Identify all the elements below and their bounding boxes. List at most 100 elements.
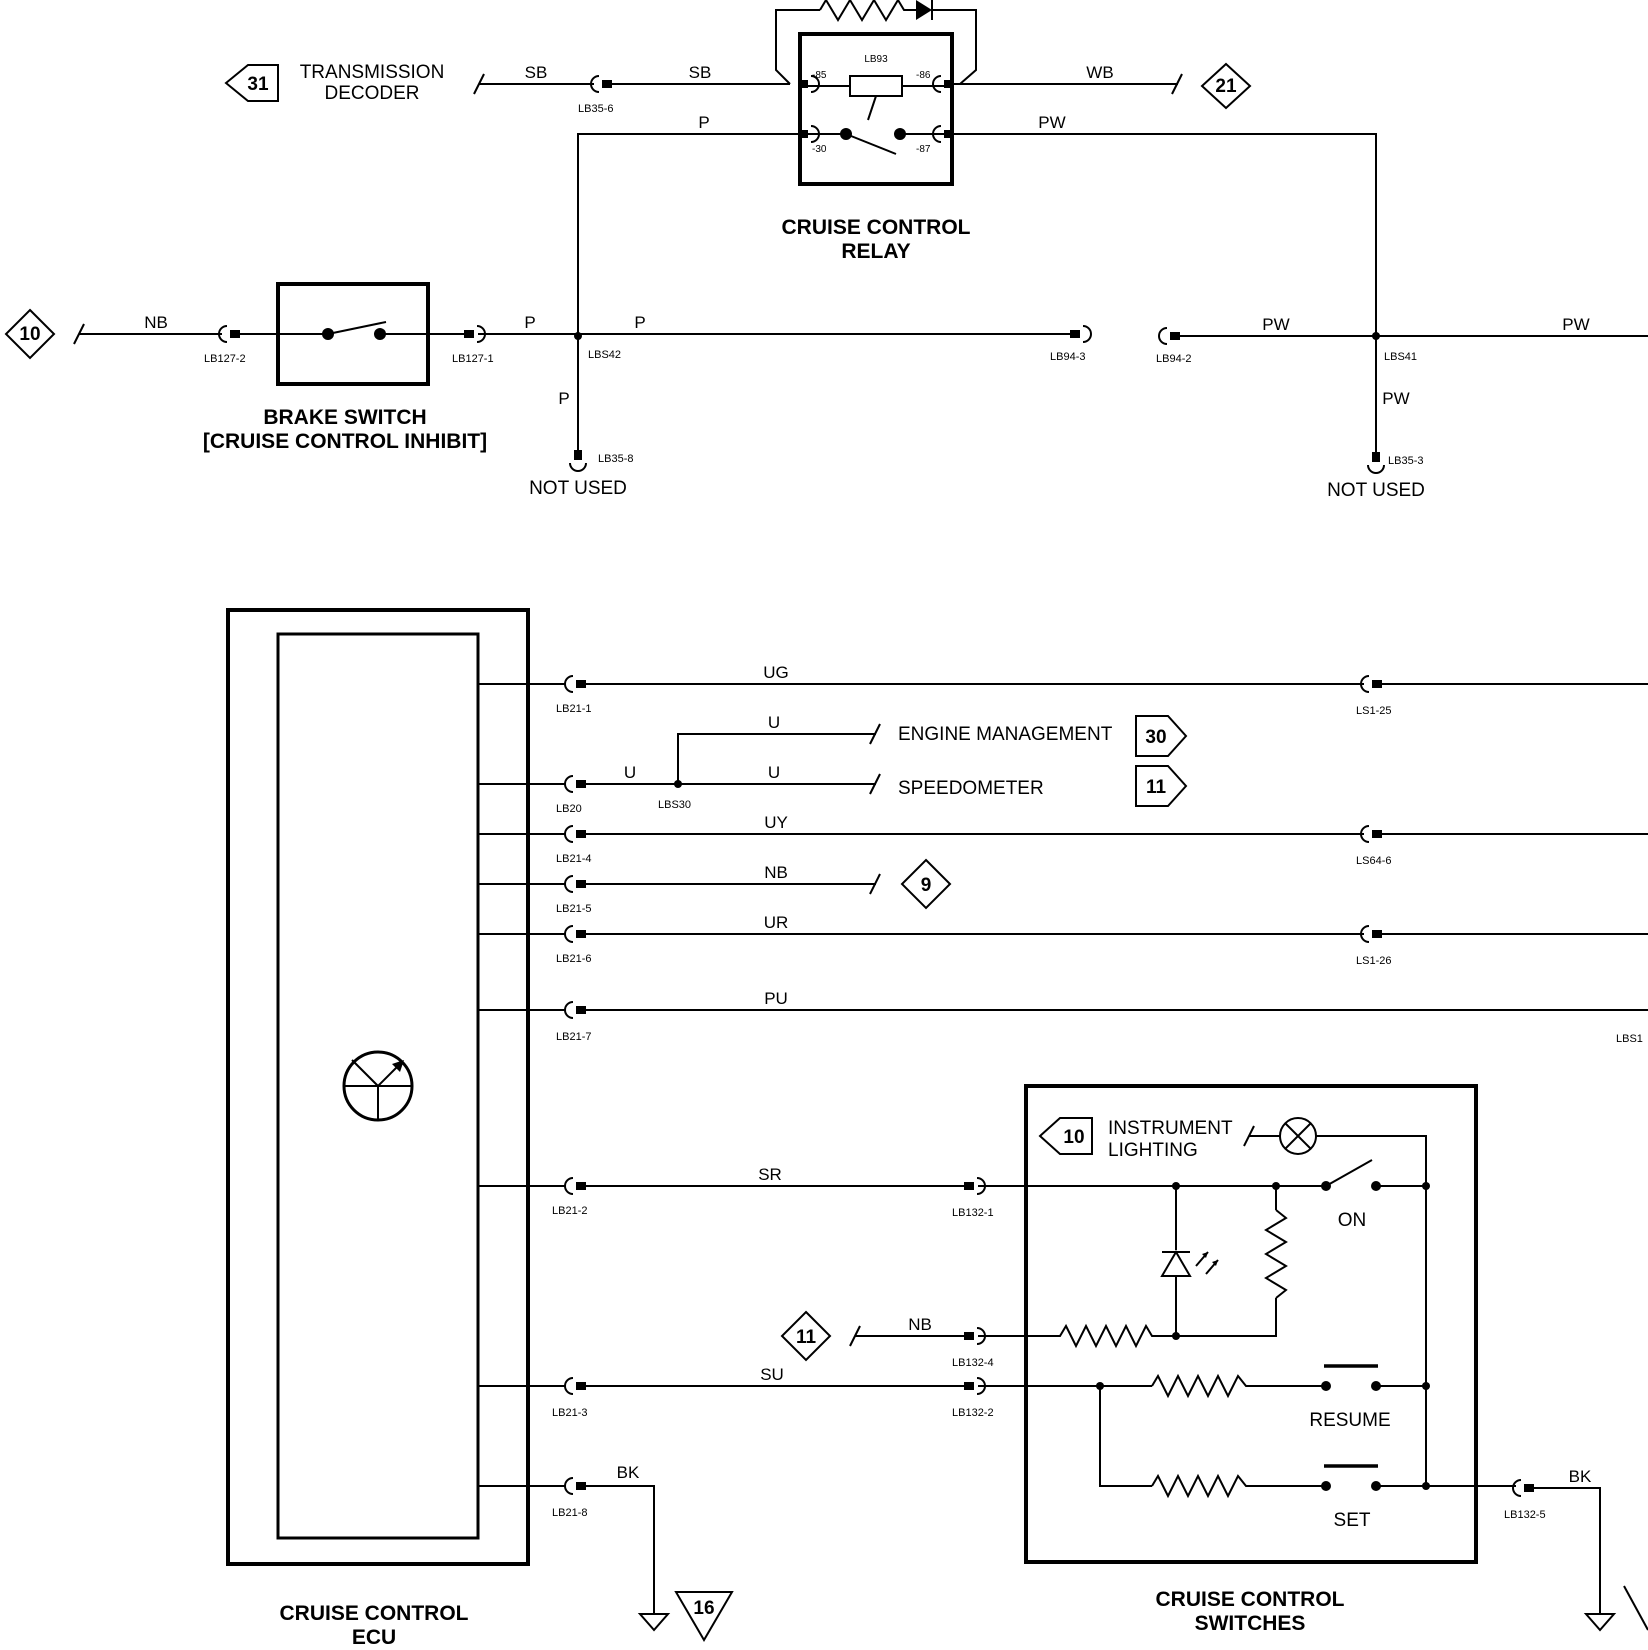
not-used-right: NOT USED xyxy=(1327,480,1425,501)
wire-nb-ecu-label: NB xyxy=(764,863,788,882)
conn-lb21-2: LB21-2 xyxy=(552,1205,587,1217)
brake-switch[interactable] xyxy=(276,282,430,386)
splice-lbs30: LBS30 xyxy=(658,799,691,811)
cruise-control-relay[interactable]: LB93 -85 -86 -30 -87 xyxy=(798,32,954,186)
wire-pu-label: PU xyxy=(764,989,788,1008)
conn-lb132-1: LB132-1 xyxy=(952,1207,994,1219)
splice-lbs41: LBS41 xyxy=(1384,351,1417,363)
conn-lb21-4: LB21-4 xyxy=(556,853,591,865)
wire-sr-label: SR xyxy=(758,1165,782,1184)
ref-11b-label: 11 xyxy=(796,1327,817,1348)
conn-lb132-2: LB132-2 xyxy=(952,1407,994,1419)
led-network xyxy=(1046,1186,1288,1349)
conn-lb127-2: LB127-2 xyxy=(204,353,246,365)
wire-sb-label-2: SB xyxy=(689,63,712,82)
wire-pw-down-label: PW xyxy=(1382,389,1409,408)
wire-bk-switch xyxy=(1512,1479,1648,1632)
ref-11-diamond[interactable]: 11 xyxy=(780,1310,832,1362)
wire-pw-relay-label: PW xyxy=(1038,113,1065,132)
wire-ur-label: UR xyxy=(764,913,789,932)
conn-lb35-8: LB35-8 xyxy=(598,453,633,465)
ref-16-triangle[interactable]: 16 xyxy=(674,1591,734,1642)
wire-p-right-label: P xyxy=(634,313,645,332)
wire-pw-right-label: PW xyxy=(1562,315,1589,334)
ref-21-label: 21 xyxy=(1215,76,1237,97)
ref-10b-label: 10 xyxy=(1063,1127,1084,1148)
wire-p-relay xyxy=(577,133,798,336)
resume-switch[interactable] xyxy=(1321,1364,1430,1391)
ref-31-label: 31 xyxy=(247,74,269,95)
wire-su xyxy=(478,1373,1326,1499)
brake-switch-title-1: BRAKE SWITCH xyxy=(263,406,426,429)
relay-pin-85: -85 xyxy=(812,70,827,81)
wire-uy-label: UY xyxy=(764,813,788,832)
wire-nb-switch-label: NB xyxy=(908,1315,932,1334)
speedometer-label: SPEEDOMETER xyxy=(898,778,1044,799)
relay-pin-30: -30 xyxy=(812,144,827,155)
wire-uy xyxy=(478,825,1648,843)
cruise-control-ecu[interactable] xyxy=(226,608,530,1566)
wire-pw-left-label: PW xyxy=(1262,315,1289,334)
ref-16-label: 16 xyxy=(693,1598,714,1619)
engine-management-label: ENGINE MANAGEMENT xyxy=(898,724,1113,745)
conn-lb132-4: LB132-4 xyxy=(952,1357,994,1369)
ref-9-label: 9 xyxy=(921,875,932,896)
wire-bk-switch-label: BK xyxy=(1569,1467,1592,1486)
set-switch-label: SET xyxy=(1334,1510,1371,1531)
wire-u-eng-label: U xyxy=(768,713,780,732)
wire-bk-ecu-label: BK xyxy=(617,1463,640,1482)
lighting-label-1: INSTRUMENT xyxy=(1108,1118,1233,1139)
ref-10-arrow[interactable]: 10 xyxy=(1038,1117,1093,1155)
wire-pw-right xyxy=(1158,327,1648,474)
conn-ls64-6: LS64-6 xyxy=(1356,855,1391,867)
ref-9-diamond[interactable]: 9 xyxy=(900,858,952,910)
ref-11a-label: 11 xyxy=(1146,777,1167,798)
wire-bk-ecu xyxy=(478,1477,671,1632)
switches-title-1: CRUISE CONTROL xyxy=(1156,1588,1345,1611)
conn-lb35-3: LB35-3 xyxy=(1388,455,1423,467)
transmission-label-2: DECODER xyxy=(324,83,419,104)
splice-lbs42: LBS42 xyxy=(588,349,621,361)
ref-21-diamond[interactable]: 21 xyxy=(1200,62,1252,110)
wire-pw-relay xyxy=(954,133,1377,336)
ref-31-arrow[interactable]: 31 xyxy=(224,64,279,102)
not-used-left: NOT USED xyxy=(529,478,627,499)
ref-30-arrow[interactable]: 30 xyxy=(1135,715,1188,757)
conn-lb21-6: LB21-6 xyxy=(556,953,591,965)
wire-wb-label: WB xyxy=(1086,63,1113,82)
brake-switch-title-2: [CRUISE CONTROL INHIBIT] xyxy=(203,430,487,453)
on-switch[interactable] xyxy=(1321,1159,1430,1191)
wire-su-label: SU xyxy=(760,1365,784,1384)
wire-u-left-label: U xyxy=(624,763,636,782)
wire-nb-brake xyxy=(73,323,278,345)
wire-sb xyxy=(473,73,790,95)
conn-lb21-7: LB21-7 xyxy=(556,1031,591,1043)
wire-p-brake-label: P xyxy=(524,313,535,332)
conn-ls1-26: LS1-26 xyxy=(1356,955,1391,967)
wire-u xyxy=(478,723,881,795)
ref-11-arrow[interactable]: 11 xyxy=(1135,765,1188,807)
conn-lb21-8: LB21-8 xyxy=(552,1507,587,1519)
wire-nb-switch xyxy=(849,1325,1046,1347)
wire-u-spd-label: U xyxy=(768,763,780,782)
wire-pu xyxy=(478,1001,1648,1019)
cruise-control-switches[interactable] xyxy=(1024,1084,1478,1564)
switches-title-2: SWITCHES xyxy=(1195,1612,1306,1635)
wire-ug xyxy=(478,675,1648,693)
resume-switch-label: RESUME xyxy=(1309,1410,1390,1431)
ecu-title-1: CRUISE CONTROL xyxy=(280,1602,469,1625)
wire-nb-brake-label: NB xyxy=(144,313,168,332)
set-switch[interactable] xyxy=(1321,1464,1516,1491)
splice-lbs1: LBS1 xyxy=(1616,1033,1643,1045)
wire-sb-label-1: SB xyxy=(525,63,548,82)
relay-suppression xyxy=(775,0,977,85)
conn-lb20: LB20 xyxy=(556,803,582,815)
conn-lb21-1: LB21-1 xyxy=(556,703,591,715)
wire-p-brake xyxy=(428,325,1092,472)
relay-title-2: RELAY xyxy=(841,240,910,263)
transmission-label-1: TRANSMISSION xyxy=(300,62,445,83)
ref-10-diamond-left[interactable]: 10 xyxy=(4,308,56,360)
on-switch-label: ON xyxy=(1338,1210,1367,1231)
